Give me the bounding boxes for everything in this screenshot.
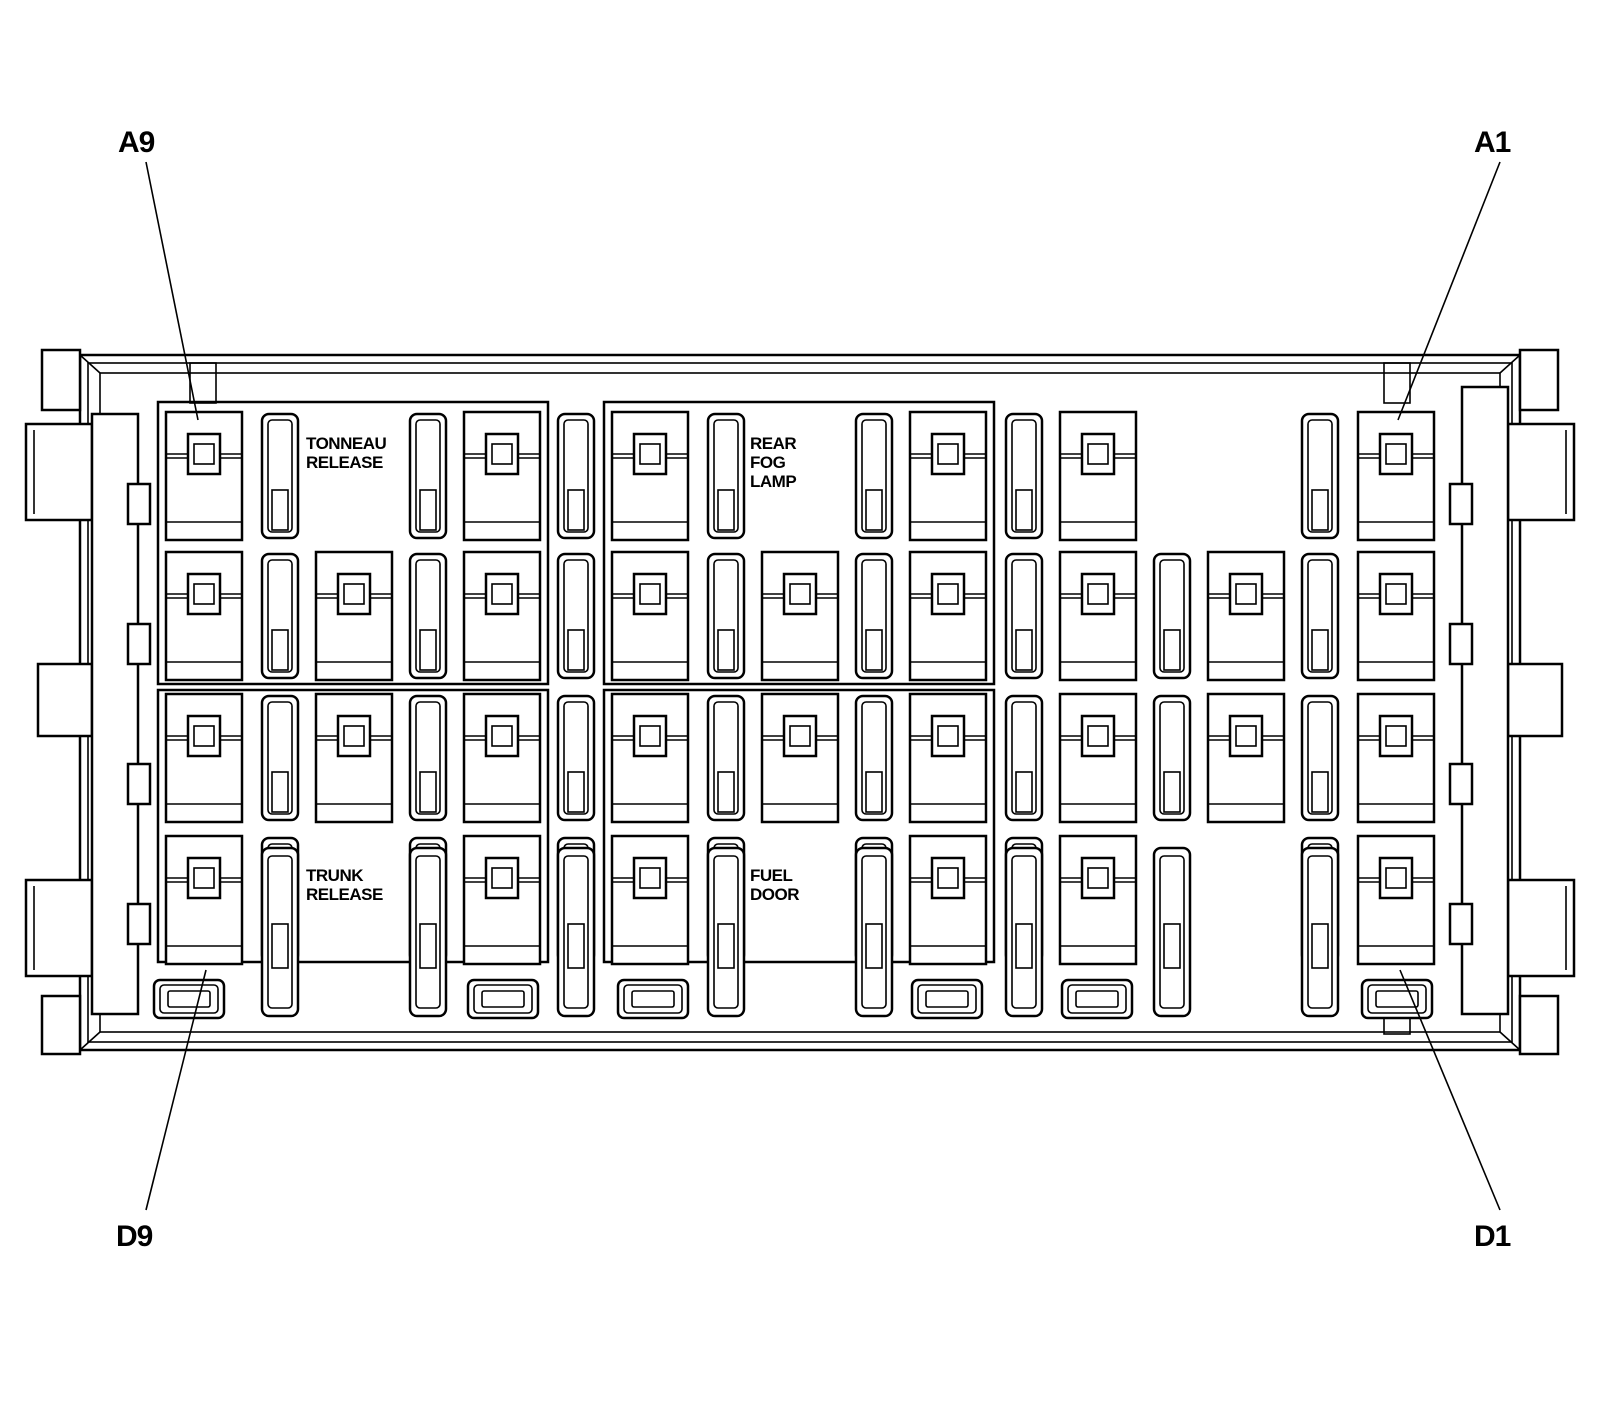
bottom-pad-5: [1360, 978, 1434, 1020]
relay-cavity-mid-r1-c2: [1206, 550, 1286, 682]
relay-cavity-r1-c0: [164, 550, 244, 682]
fuse-cavity-r1-c2: [556, 552, 596, 680]
rear-fog-lamp-label: REAR FOG LAMP: [750, 434, 800, 491]
relay-cavity-r3-c2: [610, 834, 690, 966]
bottom-pad-4: [1060, 978, 1134, 1020]
trunk-release-label: TRUNK RELEASE: [306, 866, 383, 904]
fuse-cavity-r2-c0: [260, 694, 300, 822]
fuse-cavity-r0-c0: [260, 412, 300, 540]
relay-cavity-r2-c1: [462, 692, 542, 824]
relay-cavity-r1-c5: [1356, 550, 1436, 682]
long-fuse-slot-5: [1004, 846, 1044, 1018]
fuel-door-label: FUEL DOOR: [750, 866, 799, 904]
relay-cavity-mid-r1-c1: [760, 550, 840, 682]
fuse-cavity-r1-c6: [1152, 552, 1192, 680]
relay-cavity-r0-c4: [1058, 410, 1138, 542]
relay-cavity-r0-c5: [1356, 410, 1436, 542]
callout-d1: D1: [1474, 1220, 1511, 1253]
fuse-cavity-r0-c7: [1300, 412, 1340, 540]
relay-cavity-r3-c3: [908, 834, 988, 966]
relay-cavity-mid-r2-c2: [1206, 692, 1286, 824]
relay-cavity-r2-c0: [164, 692, 244, 824]
fuse-cavity-r1-c0: [260, 552, 300, 680]
fuse-cavity-r1-c7: [1300, 552, 1340, 680]
relay-cavity-r2-c3: [908, 692, 988, 824]
fuse-cavity-r1-c4: [854, 552, 894, 680]
fuse-cavity-r1-c3: [706, 552, 746, 680]
relay-cavity-r1-c3: [908, 550, 988, 682]
relay-cavity-r0-c2: [610, 410, 690, 542]
relay-cavity-r3-c0: [164, 834, 244, 966]
long-fuse-slot-0: [260, 846, 300, 1018]
fuse-cavity-r2-c6: [1152, 694, 1192, 822]
callout-a1: A1: [1474, 126, 1511, 159]
relay-cavity-r0-c1: [462, 410, 542, 542]
bottom-pad-0: [152, 978, 226, 1020]
relay-cavity-mid-r1-c0: [314, 550, 394, 682]
callout-leaders: [145, 161, 1501, 1211]
relay-cavity-r1-c1: [462, 550, 542, 682]
fuse-cavity-r2-c1: [408, 694, 448, 822]
relay-cavity-r3-c1: [462, 834, 542, 966]
bottom-pad-3: [910, 978, 984, 1020]
relay-cavity-mid-r2-c1: [760, 692, 840, 824]
callout-d9: D9: [116, 1220, 153, 1253]
fuse-cavity-r2-c4: [854, 694, 894, 822]
relay-cavity-r0-c0: [164, 410, 244, 542]
relay-cavity-mid-r2-c0: [314, 692, 394, 824]
long-fuse-slot-2: [556, 846, 596, 1018]
cavity-grid: [164, 410, 1436, 966]
fuse-cavity-r2-c5: [1004, 694, 1044, 822]
bottom-slot-row: [152, 846, 1434, 1020]
long-fuse-slot-1: [408, 846, 448, 1018]
fuse-cavity-r0-c5: [1004, 412, 1044, 540]
callout-a9: A9: [118, 126, 155, 159]
relay-cavity-r2-c5: [1356, 692, 1436, 824]
fuse-cavity-r2-c7: [1300, 694, 1340, 822]
housing: [24, 348, 1576, 1056]
relay-cavity-r1-c2: [610, 550, 690, 682]
relay-cavity-r3-c5: [1356, 834, 1436, 966]
relay-frames: [156, 400, 996, 964]
fuse-cavity-r0-c1: [408, 412, 448, 540]
fuse-cavity-r0-c3: [706, 412, 746, 540]
fuse-cavity-r2-c2: [556, 694, 596, 822]
tonneau-release-label: TONNEAU RELEASE: [306, 434, 390, 472]
fuse-cavity-r0-c4: [854, 412, 894, 540]
long-fuse-slot-3: [706, 846, 746, 1018]
bottom-pad-1: [466, 978, 540, 1020]
long-fuse-slot-6: [1152, 846, 1192, 1018]
long-fuse-slot-4: [854, 846, 894, 1018]
fuse-cavity-r2-c3: [706, 694, 746, 822]
long-fuse-slot-7: [1300, 846, 1340, 1018]
relay-cavity-r2-c4: [1058, 692, 1138, 824]
relay-cavity-r2-c2: [610, 692, 690, 824]
fuse-cavity-r0-c2: [556, 412, 596, 540]
fuse-cavity-r1-c5: [1004, 552, 1044, 680]
relay-cavity-r3-c4: [1058, 834, 1138, 966]
relay-cavity-r1-c4: [1058, 550, 1138, 682]
relay-cavity-r0-c3: [908, 410, 988, 542]
bottom-pad-2: [616, 978, 690, 1020]
fuse-cavity-r1-c1: [408, 552, 448, 680]
